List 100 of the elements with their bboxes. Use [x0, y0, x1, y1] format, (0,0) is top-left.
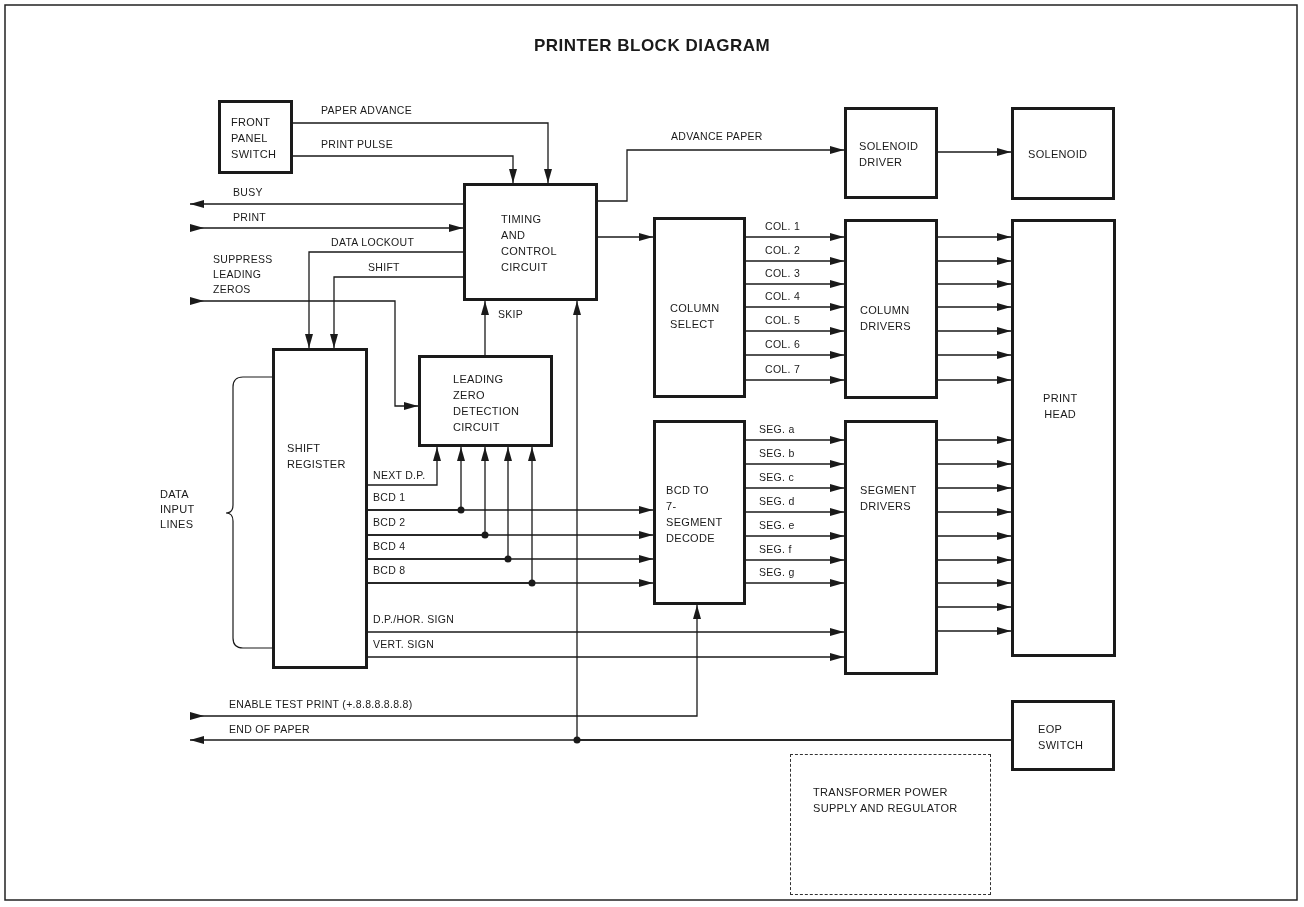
block-box [844, 219, 938, 399]
bracket-label: DATA INPUT LINES [160, 487, 195, 532]
block-label: COLUMN DRIVERS [860, 303, 911, 334]
arrow [937, 508, 1012, 516]
edge-label: BCD 1 [372, 491, 407, 503]
edge-label: SEG. g [758, 566, 796, 578]
edge-label: COL. 3 [764, 267, 802, 279]
edge-label: NEXT D.P. [372, 469, 427, 481]
arrow [937, 257, 1012, 265]
arrow [745, 327, 845, 335]
arrow [745, 233, 845, 241]
arrow [937, 303, 1012, 311]
arrow [367, 628, 845, 636]
arrow [937, 327, 1012, 335]
arrow [937, 351, 1012, 359]
edge-label: SEG. e [758, 519, 796, 531]
signal-arrow [189, 200, 464, 208]
arrow [937, 148, 1012, 156]
arrow [937, 436, 1012, 444]
block-label: SHIFT REGISTER [287, 441, 346, 472]
arrow [367, 446, 512, 560]
arrow [937, 280, 1012, 288]
arrow [745, 436, 845, 444]
edge-label: COL. 5 [764, 314, 802, 326]
arrow [367, 446, 536, 584]
arrow [937, 603, 1012, 611]
edge-label: SEG. d [758, 495, 796, 507]
signal-arrow [189, 297, 419, 410]
edge-label: SKIP [497, 308, 525, 320]
arrow [745, 376, 845, 384]
arrow [367, 653, 845, 661]
block-box [844, 107, 938, 199]
arrow [937, 376, 1012, 384]
arrow [937, 556, 1012, 564]
edge-label: COL. 1 [764, 220, 802, 232]
block-label: FRONT PANEL SWITCH [231, 115, 277, 162]
edge-label: SEG. f [758, 543, 793, 555]
arrow [305, 251, 464, 349]
edge-label: D.P./HOR. SIGN [372, 613, 456, 625]
arrow [745, 579, 845, 587]
block-label: SOLENOID DRIVER [859, 139, 919, 170]
block-box [1011, 219, 1116, 657]
edge-label: END OF PAPER [228, 723, 311, 735]
block-label: PRINT HEAD [1043, 391, 1078, 422]
arrow [745, 556, 845, 564]
edge-label: COL. 6 [764, 338, 802, 350]
edge-label: COL. 2 [764, 244, 802, 256]
arrow [937, 233, 1012, 241]
edge-label: BCD 4 [372, 540, 407, 552]
edge-label: SEG. b [758, 447, 796, 459]
diagram-title: PRINTER BLOCK DIAGRAM [533, 36, 771, 56]
edge-label: PRINT [232, 211, 267, 223]
block-box [418, 355, 553, 447]
arrow [937, 579, 1012, 587]
edge-label: COL. 4 [764, 290, 802, 302]
edge-label: BCD 8 [372, 564, 407, 576]
arrow [745, 303, 845, 311]
arrow [745, 508, 845, 516]
arrow [745, 280, 845, 288]
edge-label: SEG. a [758, 423, 796, 435]
arrow [367, 446, 441, 486]
block-box [653, 217, 746, 398]
edge-label: VERT. SIGN [372, 638, 436, 650]
edge-label: PAPER ADVANCE [320, 104, 414, 116]
block-label: TIMING AND CONTROL CIRCUIT [501, 212, 557, 275]
block-label: LEADING ZERO DETECTION CIRCUIT [453, 372, 520, 435]
block-label: SEGMENT DRIVERS [860, 483, 917, 514]
edge-label: DATA LOCKOUT [330, 236, 416, 248]
block-box [463, 183, 598, 301]
edge-label: ADVANCE PAPER [670, 130, 764, 142]
block-label: EOP SWITCH [1038, 722, 1084, 753]
arrow [745, 532, 845, 540]
arrow [745, 484, 845, 492]
block-label: TRANSFORMER POWER SUPPLY AND REGULATOR [813, 785, 959, 816]
dashed-block [790, 754, 991, 895]
arrow [292, 155, 517, 184]
block-label: BCD TO 7-SEGMENT DECODE [666, 483, 723, 546]
block-box [272, 348, 368, 669]
signal-arrow [189, 224, 464, 232]
edge-label: ENABLE TEST PRINT (+.8.8.8.8.8.8) [228, 698, 414, 710]
edge-label: PRINT PULSE [320, 138, 394, 150]
arrow [367, 446, 489, 536]
edge-label: SEG. c [758, 471, 796, 483]
arrow [937, 627, 1012, 635]
arrow [745, 257, 845, 265]
edge-label: BUSY [232, 186, 264, 198]
arrow [481, 300, 489, 356]
arrow [367, 446, 465, 511]
arrow [330, 276, 464, 349]
arrow [745, 351, 845, 359]
block-box [1011, 700, 1115, 771]
edge-label: SHIFT [367, 261, 401, 273]
block-box [218, 100, 293, 174]
arrow [937, 532, 1012, 540]
block-box [1011, 107, 1115, 200]
arrow [573, 300, 1012, 741]
arrow [937, 484, 1012, 492]
arrow [745, 460, 845, 468]
block-label: SOLENOID [1028, 147, 1088, 162]
arrow [597, 233, 654, 241]
